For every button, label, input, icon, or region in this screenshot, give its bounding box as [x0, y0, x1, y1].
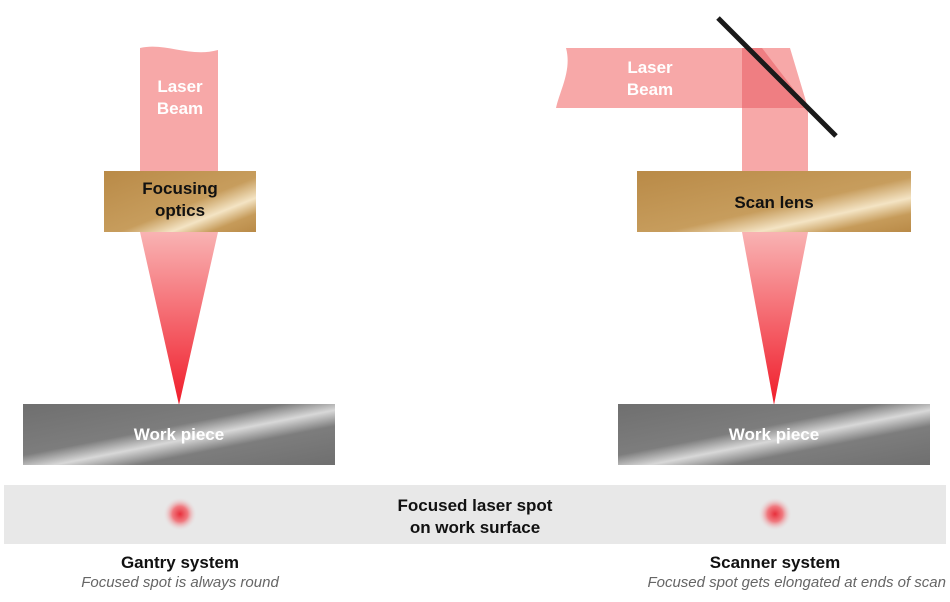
right-beam-label-line1: Laser — [627, 58, 673, 77]
right-focus-cone — [742, 232, 808, 405]
left-beam-label-line1: Laser — [157, 77, 203, 96]
left-optics-label: Focusing optics — [104, 178, 256, 222]
right-scan-lens — [637, 171, 911, 232]
left-focus-cone — [140, 232, 218, 405]
left-work-piece-label: Work piece — [133, 425, 225, 444]
left-optics-label-line1: Focusing — [142, 179, 218, 198]
right-system-title: Scanner system — [709, 553, 841, 572]
surface-band-label-line2: on work surface — [409, 518, 541, 537]
left-work-piece — [23, 404, 335, 465]
right-laser-beam-vertical — [742, 108, 808, 172]
scan-mirror — [716, 16, 838, 138]
right-work-piece — [618, 404, 930, 465]
right-system-note: Focused spot gets elongated at ends of s… — [647, 574, 946, 591]
right-beam-label: Laser Beam — [610, 57, 690, 101]
left-beam-label: Laser Beam — [140, 76, 220, 120]
left-focusing-optics — [104, 171, 256, 232]
left-laser-beam — [140, 46, 218, 172]
right-beam-label-line2: Beam — [626, 80, 674, 99]
surface-band-label: Focused laser spot on work surface — [330, 495, 620, 539]
left-system-title: Gantry system — [120, 553, 240, 572]
right-focused-spot — [758, 497, 792, 531]
left-optics-label-line2: optics — [154, 201, 206, 220]
right-work-piece-label: Work piece — [728, 425, 820, 444]
right-optics-label: Scan lens — [734, 193, 814, 212]
surface-band-label-line1: Focused laser spot — [397, 496, 553, 515]
left-focused-spot — [163, 497, 197, 531]
left-system-note: Focused spot is always round — [81, 574, 279, 591]
left-beam-label-line2: Beam — [156, 99, 204, 118]
